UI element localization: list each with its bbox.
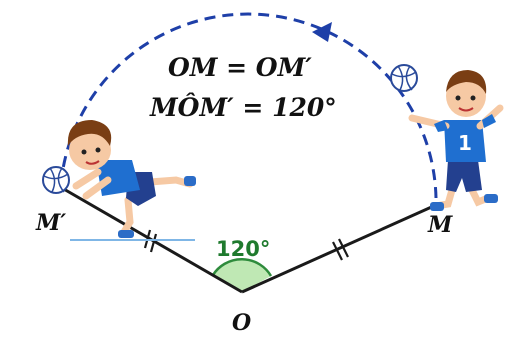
rotation-arc bbox=[60, 12, 438, 199]
volleyball-icon bbox=[42, 166, 70, 194]
volleyball-icon bbox=[390, 64, 418, 92]
angle-label: 120° bbox=[216, 237, 270, 261]
equation-equal-lengths: OM = OM′ bbox=[168, 53, 312, 82]
equation-angle: MÔM′ = 120° bbox=[149, 93, 337, 122]
boy-player-icon bbox=[67, 120, 196, 238]
label-point-M-prime: M′ bbox=[35, 210, 66, 236]
boy-player-icon: 1 bbox=[408, 70, 504, 211]
segment-OM bbox=[241, 203, 437, 294]
label-point-M: M bbox=[427, 212, 453, 238]
label-point-O: O bbox=[232, 310, 251, 336]
svg-text:1: 1 bbox=[458, 131, 472, 155]
arrow-head-icon bbox=[312, 22, 332, 42]
angle-arc bbox=[211, 258, 273, 277]
tick-marks-OM bbox=[332, 238, 349, 261]
angle-sector bbox=[213, 259, 271, 292]
